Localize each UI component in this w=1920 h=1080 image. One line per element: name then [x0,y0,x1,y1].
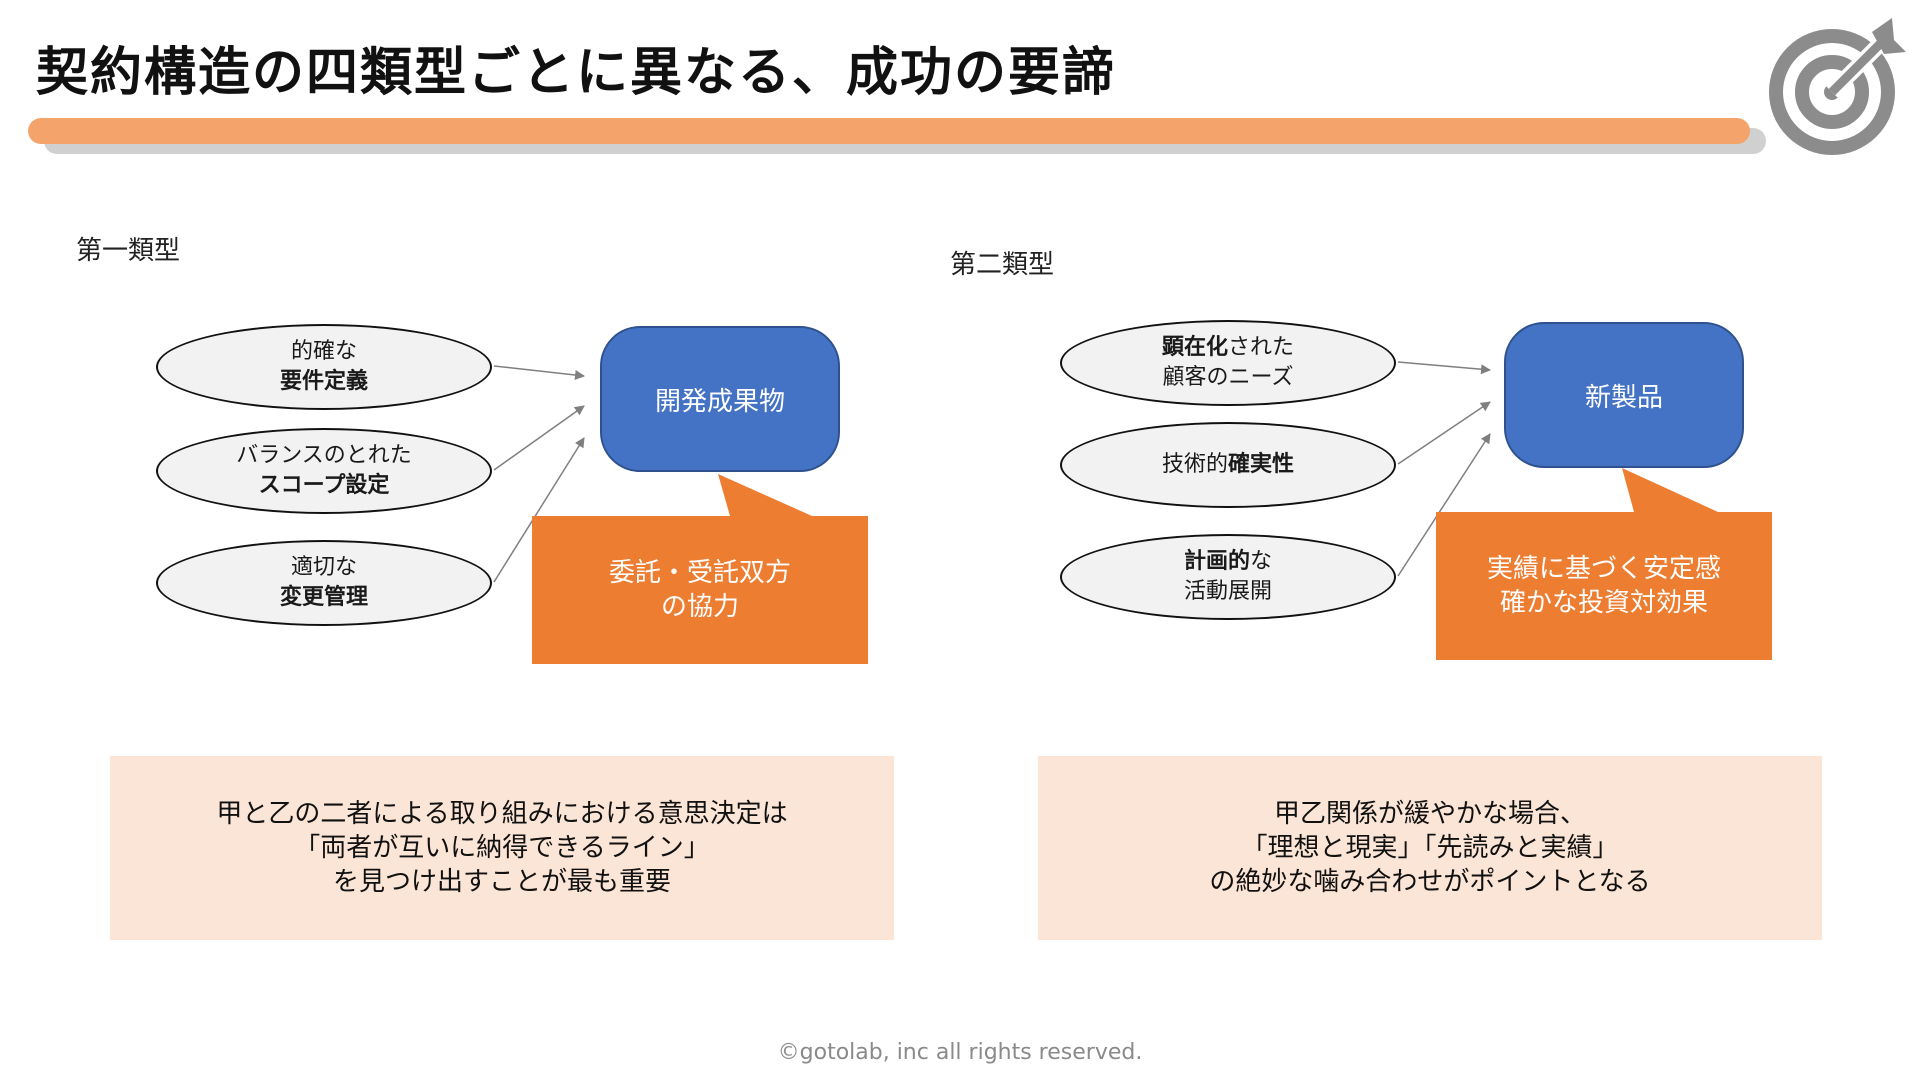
oval-line-bold: 変更管理 [279,585,368,610]
type2-label: 第二類型 [950,250,1055,280]
type2-note: 甲乙関係が緩やかな場合、 「理想と現実」「先読みと実績」 の絶妙な噛み合わせがポ… [1038,756,1822,940]
arrow-2-2 [1397,401,1491,465]
type1-label: 第一類型 [76,236,181,266]
oval-line: バランスのとれた [236,443,412,468]
page-title: 契約構造の四類型ごとに異なる、成功の要諦 [36,43,1117,103]
oval-line-bold: 顕在化 [1161,335,1228,360]
oval-line-bold: スコープ設定 [258,473,390,498]
type2-callout: 実績に基づく安定感 確かな投資対効果 [1436,512,1772,660]
target-arrow-icon [1769,18,1906,155]
oval-line: 顕在化された [1162,333,1294,363]
oval-line: 的確な [290,339,357,364]
oval-line-rest: された [1228,335,1295,360]
type2-result-box: 新製品 [1504,322,1744,468]
oval-line: 活動展開 [1183,579,1272,604]
copyright: ©gotolab, inc all rights reserved. [777,1040,1143,1065]
oval-line: 技術的確実性 [1162,450,1294,480]
arrow-2-1 [1397,361,1491,375]
arrow-1-2 [493,405,585,471]
note-line: 甲と乙の二者による取り組みにおける意思決定は [216,799,788,829]
oval-line-bold: 計画的 [1183,549,1250,574]
callout-line: 確かな投資対効果 [1499,588,1708,618]
type1-oval-scope: バランスのとれた スコープ設定 [156,428,492,514]
oval-line-bold: 確実性 [1228,452,1295,477]
type2-oval-plan: 計画的な 活動展開 [1060,534,1396,620]
type2-oval-needs: 顕在化された 顧客のニーズ [1060,320,1396,406]
oval-line: 計画的な [1184,547,1272,577]
callout-line: の協力 [660,592,739,622]
oval-line-lead: 技術的 [1161,452,1228,477]
type1-note: 甲と乙の二者による取り組みにおける意思決定は 「両者が互いに納得できるライン」 … [110,756,894,940]
type1-result-box: 開発成果物 [600,326,840,472]
note-line: 「理想と現実」「先読みと実績」 [1241,833,1619,863]
type1-callout: 委託・受託双方 の協力 [532,516,868,664]
note-line: 「両者が互いに納得できるライン」 [294,833,710,863]
callout-line: 委託・受託双方 [608,558,791,588]
type1-oval-requirements: 的確な 要件定義 [156,324,492,410]
arrow-1-1 [493,365,585,380]
callout-line: 実績に基づく安定感 [1486,554,1721,584]
callout-tail-2 [1622,468,1718,512]
oval-line-bold: 要件定義 [279,369,368,394]
oval-line: 顧客のニーズ [1162,365,1294,390]
note-line: を見つけ出すことが最も重要 [332,867,671,897]
title-underline-bar [28,118,1750,144]
note-line: の絶妙な噛み合わせがポイントとなる [1209,867,1651,897]
callout-tail-1 [718,474,812,516]
note-line: 甲乙関係が緩やかな場合、 [1273,799,1586,829]
arrow-1-3 [493,437,585,583]
arrow-2-3 [1397,433,1491,577]
oval-line: 適切な [290,555,357,580]
type1-oval-change: 適切な 変更管理 [156,540,492,626]
type2-oval-tech: 技術的確実性 [1060,422,1396,508]
oval-line-rest: な [1250,549,1273,574]
